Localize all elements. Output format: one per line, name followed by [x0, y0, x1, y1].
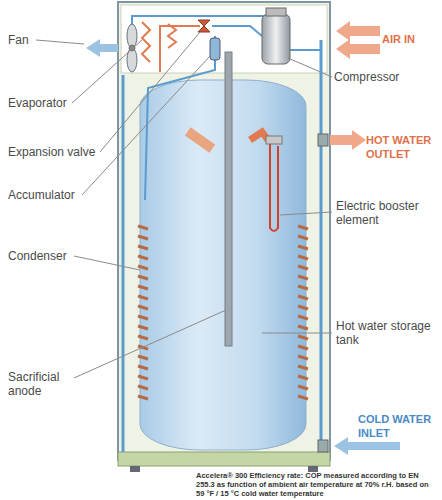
- part-label: Compressor: [334, 70, 399, 84]
- flow-label: HOT WATER OUTLET: [366, 133, 438, 161]
- flow-label: COLD WATER INLET: [358, 412, 438, 440]
- part-label: Hot water storage tank: [336, 319, 436, 347]
- part-label: Sacrificial anode: [8, 370, 74, 398]
- part-label: Accumulator: [8, 188, 75, 202]
- part-label: Electric booster element: [336, 199, 436, 227]
- flow-label: AIR IN: [382, 32, 415, 46]
- caption: Accelera® 300 Efficiency rate: COP measu…: [196, 471, 438, 498]
- part-label: Evaporator: [8, 96, 67, 110]
- part-label: Fan: [8, 33, 29, 47]
- part-label: Expansion valve: [8, 145, 95, 159]
- part-label: Condenser: [8, 249, 67, 263]
